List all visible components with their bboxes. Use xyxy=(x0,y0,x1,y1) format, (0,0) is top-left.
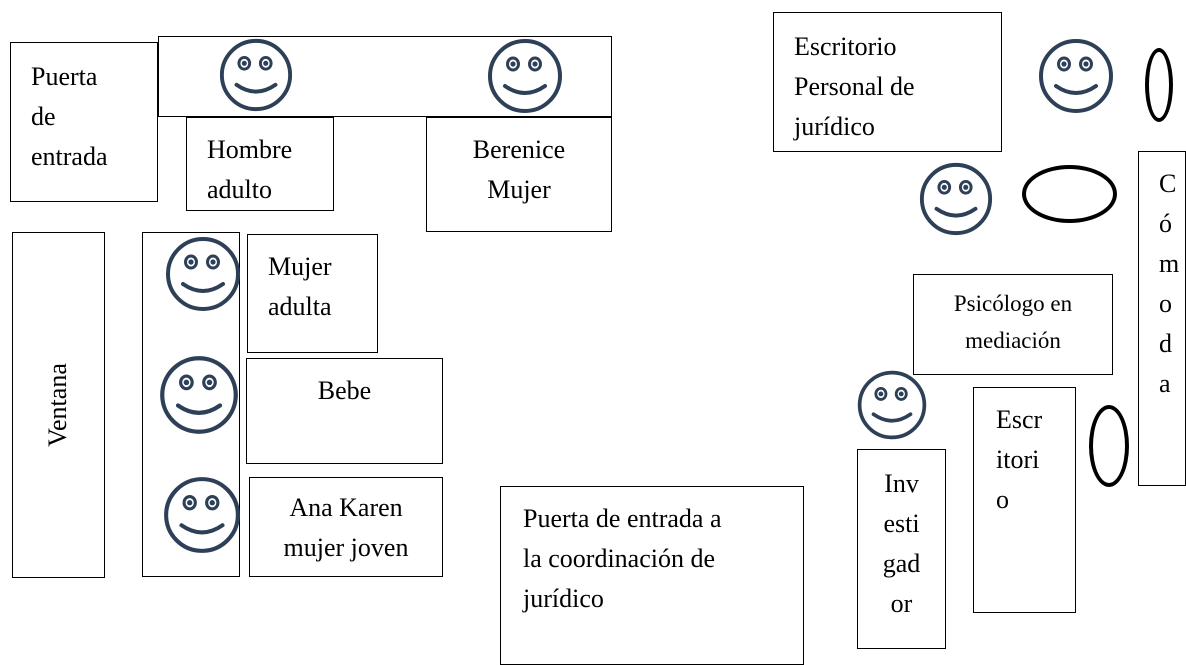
escritorio-label-line-2: itori xyxy=(996,445,1040,474)
oval-chair-icon xyxy=(1022,165,1117,223)
comoda-letter-4: o xyxy=(1159,289,1172,318)
puerta-entrada-label-line-2: de xyxy=(31,102,56,131)
smiley-face-icon xyxy=(917,160,995,238)
ana-karen-box: Ana Karen mujer joven xyxy=(249,477,443,577)
escritorio-personal-box: Escritorio Personal de jurídico xyxy=(773,12,1002,152)
comoda-letter-1: C xyxy=(1159,169,1177,198)
hombre-label-line-1: Hombre xyxy=(207,135,293,164)
comoda-letter-3: m xyxy=(1159,249,1180,278)
smiley-face-icon xyxy=(161,474,243,556)
bebe-box: Bebe xyxy=(246,358,443,464)
puerta-entrada-label-line-3: entrada xyxy=(31,142,108,171)
berenice-label-line-2: Mujer xyxy=(487,175,551,204)
smiley-face-icon xyxy=(1036,36,1116,116)
smiley-face-icon xyxy=(485,36,565,116)
puerta-coordinacion-label-line-2: la coordinación de xyxy=(523,544,716,573)
oval-chair-icon xyxy=(1089,405,1129,487)
hombre-adulto-box: Hombre adulto xyxy=(186,117,334,211)
smiley-face-icon xyxy=(855,368,929,442)
escritorio-label-line-1: Escr xyxy=(996,405,1043,434)
investigador-box: Inv esti gad or xyxy=(857,449,946,649)
investigador-label-line-3: gad xyxy=(882,549,921,578)
bebe-label: Bebe xyxy=(317,376,372,405)
escritorio-personal-label-line-1: Escritorio xyxy=(794,32,897,61)
comoda-box: C ó m o d a xyxy=(1138,151,1186,486)
smiley-face-icon xyxy=(217,36,295,114)
ventana-box xyxy=(12,232,105,578)
puerta-entrada-label-line-1: Puerta xyxy=(31,62,98,91)
oval-chair-icon xyxy=(1145,48,1173,122)
investigador-label-line-1: Inv xyxy=(884,469,919,498)
smiley-face-icon xyxy=(157,353,241,437)
ana-karen-label-line-2: mujer joven xyxy=(283,533,409,562)
ventana-label: Ventana xyxy=(43,363,72,447)
comoda-letter-5: d xyxy=(1159,329,1172,358)
berenice-label-line-1: Berenice xyxy=(472,135,566,164)
smiley-face-icon xyxy=(163,234,243,314)
escritorio-label-line-3: o xyxy=(996,485,1009,514)
psicologo-box: Psicólogo en mediación xyxy=(913,274,1113,375)
investigador-label-line-4: or xyxy=(890,589,913,618)
berenice-box: Berenice Mujer xyxy=(426,117,612,232)
comoda-letter-6: a xyxy=(1159,369,1171,398)
mujer-adulta-label-line-1: Mujer xyxy=(268,252,332,281)
escritorio-personal-label-line-2: Personal de xyxy=(794,72,915,101)
escritorio-box: Escr itori o xyxy=(973,387,1076,613)
puerta-entrada-box: Puerta de entrada xyxy=(10,42,158,202)
puerta-coordinacion-label-line-1: Puerta de entrada a xyxy=(523,504,722,533)
escritorio-personal-label-line-3: jurídico xyxy=(794,112,875,141)
puerta-coordinacion-label-line-3: jurídico xyxy=(523,584,604,613)
hombre-label-line-2: adulto xyxy=(207,175,272,204)
puerta-coordinacion-box: Puerta de entrada a la coordinación de j… xyxy=(500,486,804,665)
mujer-adulta-label-line-2: adulta xyxy=(268,292,332,321)
mujer-adulta-box: Mujer adulta xyxy=(247,234,378,353)
ana-karen-label-line-1: Ana Karen xyxy=(289,493,403,522)
comoda-letter-2: ó xyxy=(1159,209,1172,238)
investigador-label-line-2: esti xyxy=(883,509,920,538)
psicologo-label-line-2: mediación xyxy=(965,328,1061,353)
psicologo-label-line-1: Psicólogo en xyxy=(953,291,1073,316)
